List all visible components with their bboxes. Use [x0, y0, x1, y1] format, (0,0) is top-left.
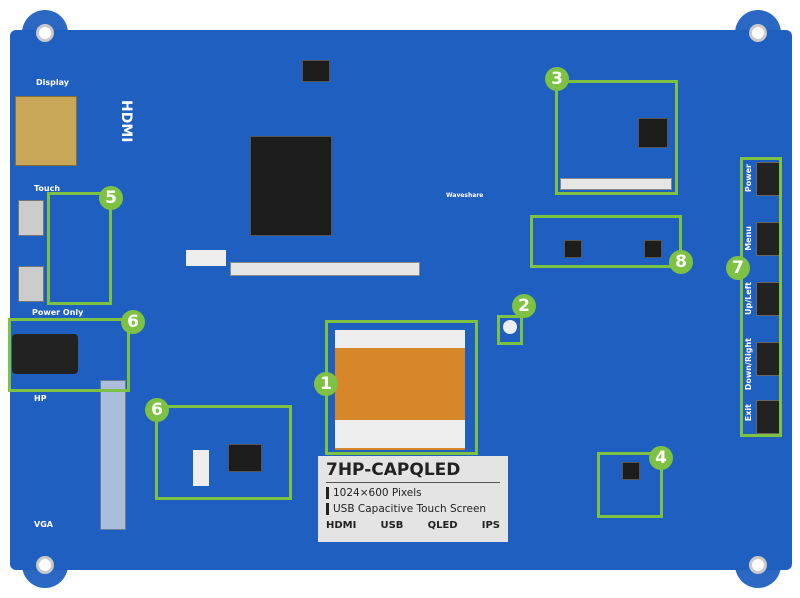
hdmi-logo: HDMI — [326, 520, 357, 531]
callout-box-7 — [740, 157, 782, 437]
vga-pins — [100, 380, 126, 530]
hp-label: HP — [34, 394, 47, 403]
display-label: Display — [36, 78, 69, 87]
hdmi-silkscreen: HDMI — [118, 100, 134, 143]
qled-logo: QLED — [427, 520, 458, 531]
callout-number: 1 — [314, 372, 338, 396]
chip — [228, 444, 262, 472]
spec-resolution: 1024×600 Pixels — [326, 487, 500, 499]
callout-box-5 — [47, 192, 112, 305]
callout-number: 6 — [145, 398, 169, 422]
callout-number: 4 — [649, 446, 673, 470]
chip — [302, 60, 330, 82]
mounting-hole — [36, 24, 54, 42]
component-row — [560, 178, 672, 190]
menu-button[interactable] — [756, 222, 780, 256]
callout-number: 6 — [121, 310, 145, 334]
up-left-button[interactable] — [756, 282, 780, 316]
ribbon-end — [335, 420, 465, 448]
connector — [193, 450, 209, 486]
fpc-connector — [186, 250, 226, 266]
callout-box-1 — [325, 320, 478, 455]
callout-number: 8 — [669, 250, 693, 274]
model-name: 7HP-CAPQLED — [326, 460, 500, 483]
touch-usb-port[interactable] — [18, 200, 44, 236]
mounting-hole — [36, 556, 54, 574]
main-controller-chip — [250, 136, 332, 236]
component-row — [230, 262, 420, 276]
callout-box-8 — [530, 215, 682, 268]
down-right-button[interactable] — [756, 342, 780, 376]
callout-box-6b — [155, 405, 292, 500]
brand-logo: Waveshare — [446, 192, 484, 199]
headphone-jack[interactable] — [12, 334, 78, 374]
inductor — [564, 240, 582, 258]
touch-label: Touch — [34, 184, 61, 193]
product-label: 7HP-CAPQLED 1024×600 Pixels USB Capaciti… — [318, 456, 508, 542]
callout-box-2 — [497, 315, 523, 345]
mounting-hole — [749, 24, 767, 42]
usb-logo: USB — [380, 520, 404, 531]
callout-box-3 — [555, 80, 678, 195]
potentiometer[interactable] — [503, 320, 517, 334]
callout-box-4 — [597, 452, 663, 518]
callout-number: 7 — [726, 256, 750, 280]
power-only-label: Power Only — [32, 308, 84, 317]
callout-number: 2 — [512, 294, 536, 318]
touch-controller-chip — [638, 118, 668, 148]
power-usb-port[interactable] — [18, 266, 44, 302]
ips-logo: IPS — [481, 520, 500, 531]
callout-number: 5 — [99, 186, 123, 210]
mounting-hole — [749, 556, 767, 574]
spec-touch: USB Capacitive Touch Screen — [326, 503, 500, 515]
exit-button[interactable] — [756, 400, 780, 434]
inductor — [644, 240, 662, 258]
inductor — [622, 462, 640, 480]
ribbon-connector — [335, 330, 465, 348]
vga-label: VGA — [34, 520, 53, 529]
callout-number: 3 — [545, 67, 569, 91]
hdmi-port[interactable] — [15, 96, 77, 166]
callout-box-6a — [8, 318, 130, 392]
